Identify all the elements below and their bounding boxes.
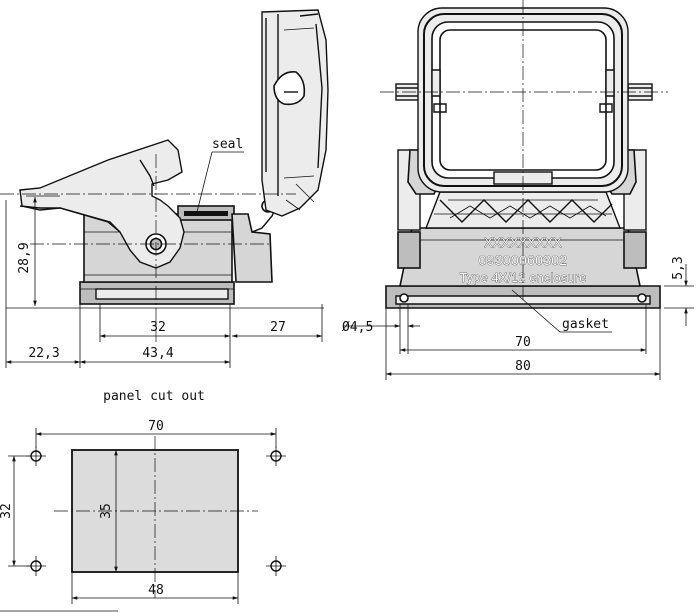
dim-cutout-width: 48 (148, 583, 164, 598)
dim-cutout-holes-y: 32 (0, 503, 14, 519)
front-view-centerlines (380, 0, 694, 380)
dim-cutout-height: 35 (99, 503, 114, 519)
side-view (19, 9, 329, 305)
dim-overall-depth: 43,4 (142, 346, 173, 361)
seal-band (184, 211, 228, 216)
dim-hole-diameter: Ø4,5 (342, 320, 373, 335)
panel-cutout-view: panel cut out (0, 389, 286, 604)
dim-left-offset: 22,3 (28, 346, 59, 361)
mounting-hole-tr (266, 446, 286, 466)
dim-flange-height: 5,3 (671, 256, 686, 279)
seal-label: seal (212, 137, 243, 152)
front-view-dimensions: Ø4,5 70 80 5,3 gasket (342, 256, 688, 376)
dim-hole-spacing: 70 (515, 335, 531, 350)
mounting-hole-br (266, 556, 286, 576)
dim-overall-width: 80 (515, 359, 531, 374)
side-view-dimensions: 28,9 32 27 22,3 43,4 seal (5, 137, 323, 364)
seal-leader (195, 151, 213, 217)
gasket-label: gasket (562, 317, 609, 332)
panel-cutout-title: panel cut out (103, 389, 205, 404)
dim-side-height: 28,9 (17, 242, 32, 273)
dim-base-width: 32 (150, 320, 166, 335)
dim-cutout-holes-x: 70 (148, 419, 164, 434)
side-view-centerlines (0, 154, 324, 368)
gasket-leader (511, 289, 561, 333)
dim-right-offset: 27 (270, 320, 286, 335)
